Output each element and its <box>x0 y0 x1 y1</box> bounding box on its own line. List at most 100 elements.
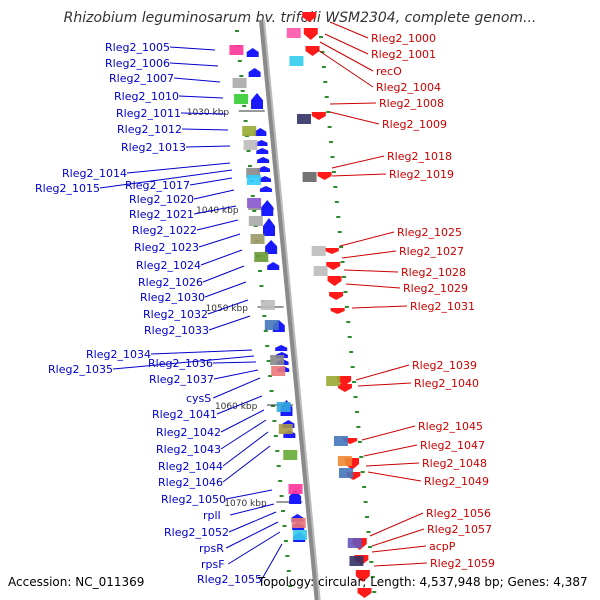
tick-mark <box>326 111 331 113</box>
gene-color-box <box>339 468 354 478</box>
gene-color-box <box>288 484 303 494</box>
gene-color-box <box>278 424 293 434</box>
reverse-gene-arrow <box>311 112 326 120</box>
tick-mark <box>340 261 345 263</box>
left-gene-label: Rleg2_1012 <box>117 123 182 136</box>
tick-mark <box>320 51 325 53</box>
reverse-gene-arrow <box>337 376 352 386</box>
left-leader-line <box>178 95 224 99</box>
tick-mark <box>372 591 377 593</box>
left-leader-line <box>222 445 271 483</box>
forward-gene-arrow <box>256 148 269 154</box>
right-leader-line <box>329 102 377 105</box>
forward-gene-arrow <box>275 345 288 351</box>
reverse-gene-arrow <box>324 248 339 254</box>
left-leader-line <box>212 361 257 364</box>
right-gene-label: Rleg2_1018 <box>387 150 452 163</box>
left-gene-label: Rleg2_1021 <box>129 208 194 221</box>
tick-mark <box>262 315 267 317</box>
forward-gene-arrow <box>254 128 267 136</box>
left-gene-label: rplI <box>203 509 221 522</box>
tick-mark <box>240 90 245 92</box>
left-gene-label: Rleg2_1010 <box>114 90 179 103</box>
tick-mark <box>330 156 335 158</box>
right-leader-line <box>331 173 387 177</box>
gene-color-box <box>243 140 258 150</box>
left-leader-line <box>220 409 265 433</box>
left-leader-line <box>213 377 261 399</box>
left-gene-label: Rleg2_1020 <box>129 193 194 206</box>
tick-mark <box>268 375 273 377</box>
tick-mark <box>370 576 375 578</box>
gene-color-box <box>271 366 286 376</box>
right-leader-line <box>363 444 418 457</box>
right-leader-line <box>329 111 380 125</box>
tick-mark <box>276 465 281 467</box>
right-gene-label: Rleg2_1040 <box>414 377 479 390</box>
tick-mark <box>333 186 338 188</box>
tick-mark <box>279 495 284 497</box>
reverse-gene-arrow <box>317 172 332 180</box>
gene-color-box <box>260 300 275 310</box>
right-gene-label: Rleg2_1027 <box>399 245 464 258</box>
forward-gene-arrow <box>257 157 270 163</box>
tick-mark <box>363 501 368 503</box>
tick-mark <box>324 96 329 98</box>
left-leader-line <box>126 162 231 174</box>
left-leader-line <box>193 205 237 215</box>
left-gene-label: Rleg2_1035 <box>48 363 113 376</box>
right-gene-label: Rleg2_1031 <box>410 300 475 313</box>
left-leader-line <box>261 543 283 580</box>
tick-mark <box>354 411 359 413</box>
left-leader-line <box>216 395 263 415</box>
right-leader-line <box>351 305 408 309</box>
left-gene-label: Rleg2_1014 <box>62 167 127 180</box>
tick-mark <box>318 36 323 38</box>
left-leader-line <box>181 128 229 131</box>
tick-mark <box>246 150 251 152</box>
tick-mark <box>272 420 277 422</box>
left-leader-line <box>198 233 241 248</box>
left-gene-label: cysS <box>186 392 211 405</box>
tick-mark <box>273 435 278 437</box>
reverse-gene-arrow <box>355 570 370 582</box>
forward-gene-arrow <box>258 176 271 182</box>
gene-color-box <box>229 45 244 55</box>
tick-mark <box>237 60 242 62</box>
scale-marker-label: 1030 kbp <box>187 108 230 118</box>
left-gene-label: Rleg2_1017 <box>125 179 190 192</box>
left-gene-label: Rleg2_1033 <box>144 324 209 337</box>
right-gene-label: Rleg2_1008 <box>379 97 444 110</box>
right-gene-label: Rleg2_1025 <box>397 226 462 239</box>
left-gene-label: Rleg2_1036 <box>148 357 213 370</box>
right-gene-label: Rleg2_1019 <box>389 168 454 181</box>
gene-color-box <box>291 518 306 528</box>
gene-color-box <box>349 556 364 566</box>
left-leader-line <box>99 169 233 189</box>
gene-color-box <box>254 252 269 262</box>
left-gene-label: Rleg2_1007 <box>109 72 174 85</box>
left-gene-label: rpsR <box>199 542 224 555</box>
right-gene-label: recO <box>376 65 402 78</box>
tick-mark <box>250 195 255 197</box>
gene-color-box <box>250 234 265 244</box>
tick-mark <box>239 75 244 77</box>
right-leader-line <box>317 49 374 88</box>
forward-gene-arrow <box>246 48 259 57</box>
right-gene-label: Rleg2_1001 <box>371 48 436 61</box>
left-gene-label: Rleg2_1026 <box>138 276 203 289</box>
gene-color-box <box>302 172 317 182</box>
tick-mark <box>327 126 332 128</box>
right-leader-line <box>367 471 422 482</box>
gene-color-box <box>297 114 312 124</box>
left-gene-label: Rleg2_1024 <box>136 259 201 272</box>
gene-color-box <box>246 175 261 185</box>
tick-mark <box>342 276 346 278</box>
right-gene-label: Rleg2_1049 <box>424 475 489 488</box>
tick-mark <box>357 441 362 443</box>
left-gene-label: Rleg2_1034 <box>86 348 151 361</box>
forward-gene-arrow <box>263 218 276 236</box>
left-gene-label: Rleg2_1046 <box>158 476 223 489</box>
map-title: Rhizobium leguminosarum bv. trifolii WSM… <box>63 10 537 26</box>
tick-mark <box>356 426 361 428</box>
